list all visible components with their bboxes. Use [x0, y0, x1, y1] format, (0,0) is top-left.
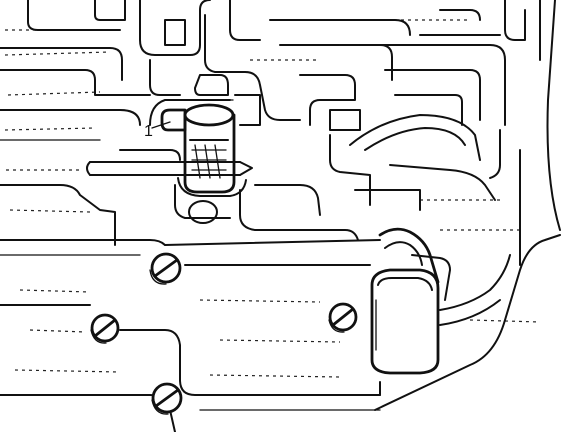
lower-plate — [0, 0, 561, 432]
callout-1: 1 — [144, 121, 171, 140]
screw-top-left — [149, 252, 182, 285]
screw-middle-left — [90, 313, 120, 344]
screw-center — [328, 302, 358, 333]
valve-body-passages — [0, 0, 541, 246]
callout-label: 1 — [144, 123, 153, 140]
screw-bottom-left — [151, 382, 183, 415]
filter-canister — [370, 227, 451, 375]
spool-valve — [160, 99, 247, 197]
